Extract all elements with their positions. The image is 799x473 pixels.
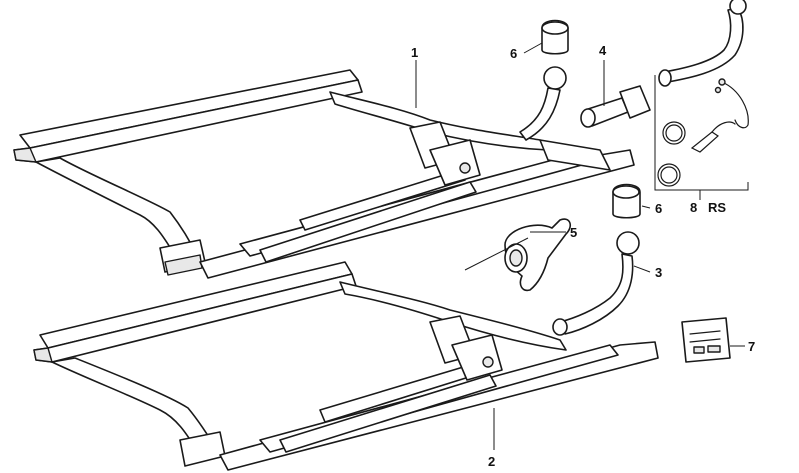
callout-1: 1 xyxy=(411,45,418,60)
handle-lever-lower[interactable] xyxy=(552,231,640,336)
knob-cap-upper[interactable] xyxy=(541,19,569,55)
callout-3: 3 xyxy=(655,265,662,280)
callout-5: 5 xyxy=(570,225,577,240)
repair-set-bracket-line xyxy=(654,75,749,200)
leader-lines xyxy=(415,42,745,450)
label-plate[interactable] xyxy=(681,317,731,363)
handle-lever-upper[interactable] xyxy=(519,66,567,141)
callout-4: 4 xyxy=(599,43,607,58)
callout-8-suffix: RS xyxy=(708,200,726,215)
wing-knob[interactable] xyxy=(504,218,572,292)
seat-frame-lower[interactable] xyxy=(33,261,659,471)
seat-frame-upper[interactable] xyxy=(13,69,635,279)
callout-6-upper: 6 xyxy=(510,46,517,61)
knob-cap-lower[interactable] xyxy=(612,183,641,219)
callout-8: 8 xyxy=(690,200,697,215)
bushing[interactable] xyxy=(580,85,651,128)
callout-7: 7 xyxy=(748,339,755,354)
repair-set[interactable] xyxy=(657,0,749,187)
callout-6-lower: 6 xyxy=(655,201,662,216)
callout-2: 2 xyxy=(488,454,495,469)
